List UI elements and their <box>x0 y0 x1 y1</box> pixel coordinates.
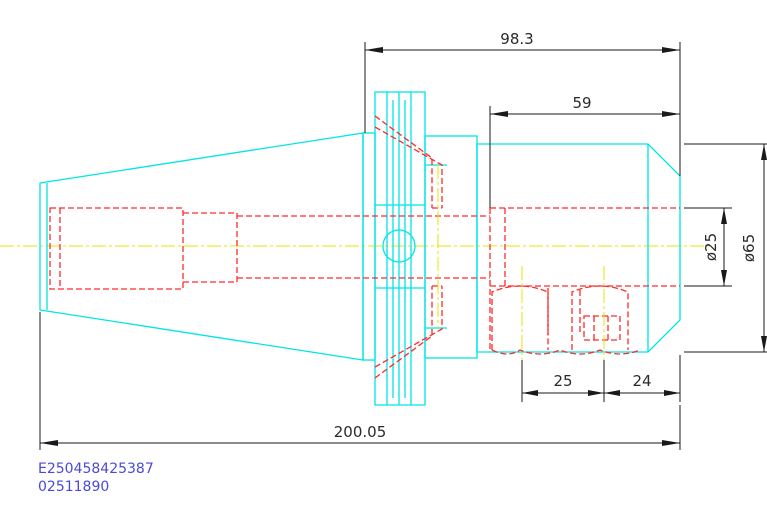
dimension-bore-diameter: ø25 <box>684 207 732 287</box>
tool-holder-outline <box>39 91 681 406</box>
hidden-lines <box>49 115 680 379</box>
dim-label-bore: ø25 <box>702 233 720 261</box>
dim-label-98-3: 98.3 <box>500 30 533 48</box>
part-code-line2: 02511890 <box>38 479 109 495</box>
front-body <box>476 143 681 353</box>
dimension-200-05: 200.05 <box>39 312 681 450</box>
dim-label-59: 59 <box>572 94 591 112</box>
part-code-line1: E250458425387 <box>38 461 154 477</box>
collar <box>424 135 478 359</box>
dimension-body-diameter: ø65 <box>684 143 767 353</box>
drive-key-circle <box>382 229 416 263</box>
dimension-25: 25 <box>521 360 605 402</box>
dimension-24: 24 <box>604 355 681 402</box>
dim-label-25: 25 <box>553 372 572 390</box>
dim-label-body: ø65 <box>740 234 758 262</box>
dim-label-200-05: 200.05 <box>334 423 387 441</box>
dim-label-24: 24 <box>632 372 651 390</box>
dimension-98-3: 98.3 <box>364 30 681 176</box>
v-flange <box>374 91 388 406</box>
dimension-59: 59 <box>489 94 680 208</box>
